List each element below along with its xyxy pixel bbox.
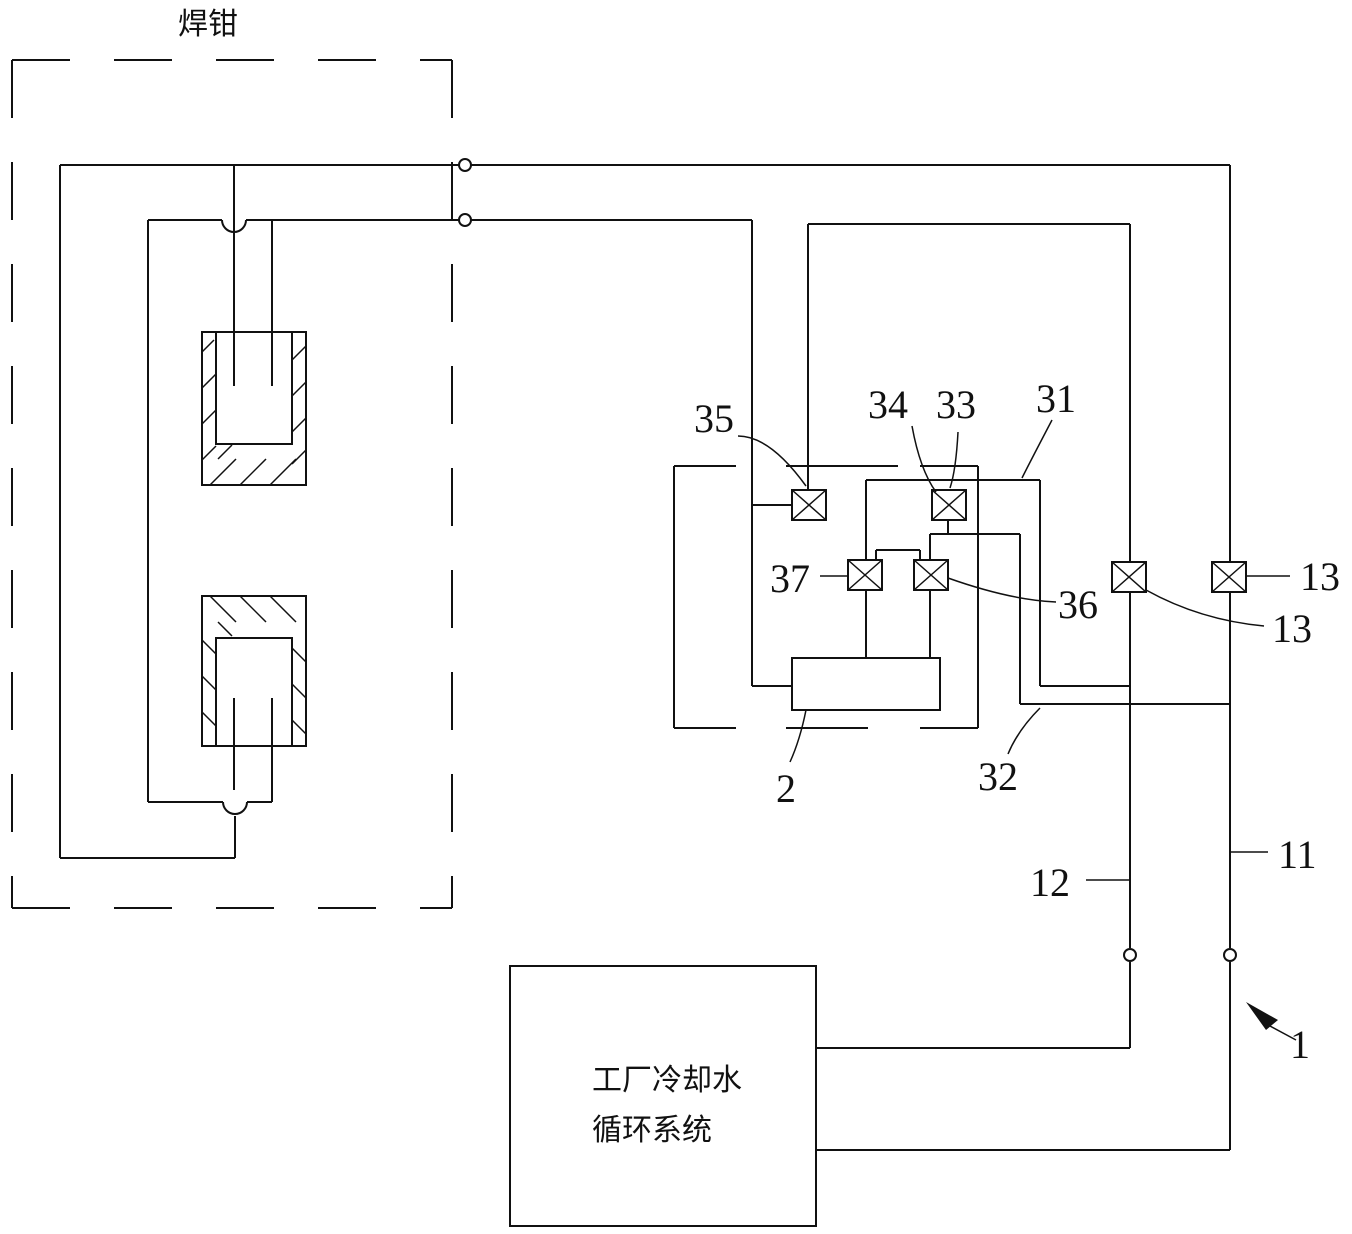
label-2: 2: [776, 766, 796, 811]
label-12: 12: [1030, 860, 1070, 905]
valve-13-left: [1111, 561, 1147, 593]
label-31: 31: [1036, 376, 1076, 421]
label-36: 36: [1058, 582, 1098, 627]
factory-label-line2: 循环系统: [592, 1113, 712, 1148]
label-34: 34: [868, 382, 908, 427]
outer-pipe-loop: [59, 164, 1231, 948]
label-33: 33: [936, 382, 976, 427]
coupler-12: [1123, 948, 1137, 962]
arrow-1-tail: [1269, 1025, 1297, 1041]
arrow-1: [1246, 1002, 1278, 1030]
label-1: 1: [1290, 1022, 1310, 1067]
factory-label-line1: 工厂冷却水: [592, 1063, 742, 1098]
valve-13-right: [1211, 561, 1247, 593]
leader-lines: [737, 419, 1290, 881]
factory-cooling-system: [509, 965, 817, 1227]
welding-gun-boundary: [11, 59, 453, 909]
label-37: 37: [770, 556, 810, 601]
label-13-left: 13: [1272, 606, 1312, 651]
coupler-second: [458, 213, 472, 227]
inner-pipe-loop: [147, 219, 792, 815]
upper-electrode: [201, 331, 307, 486]
unit-2: [791, 657, 941, 711]
lower-electrode: [201, 595, 307, 790]
coupler-top: [458, 158, 472, 172]
valve-34-33: [931, 489, 967, 521]
valve-37: [847, 559, 883, 591]
welding-gun-label: 焊钳: [178, 7, 238, 42]
coupler-11: [1223, 948, 1237, 962]
control-unit-boundary: [673, 465, 979, 729]
valve-36: [913, 559, 949, 591]
label-35: 35: [694, 396, 734, 441]
internal-piping: [865, 479, 1230, 705]
label-11: 11: [1278, 832, 1317, 877]
label-13-right: 13: [1300, 554, 1340, 599]
valve-35: [791, 489, 827, 521]
label-32: 32: [978, 754, 1018, 799]
